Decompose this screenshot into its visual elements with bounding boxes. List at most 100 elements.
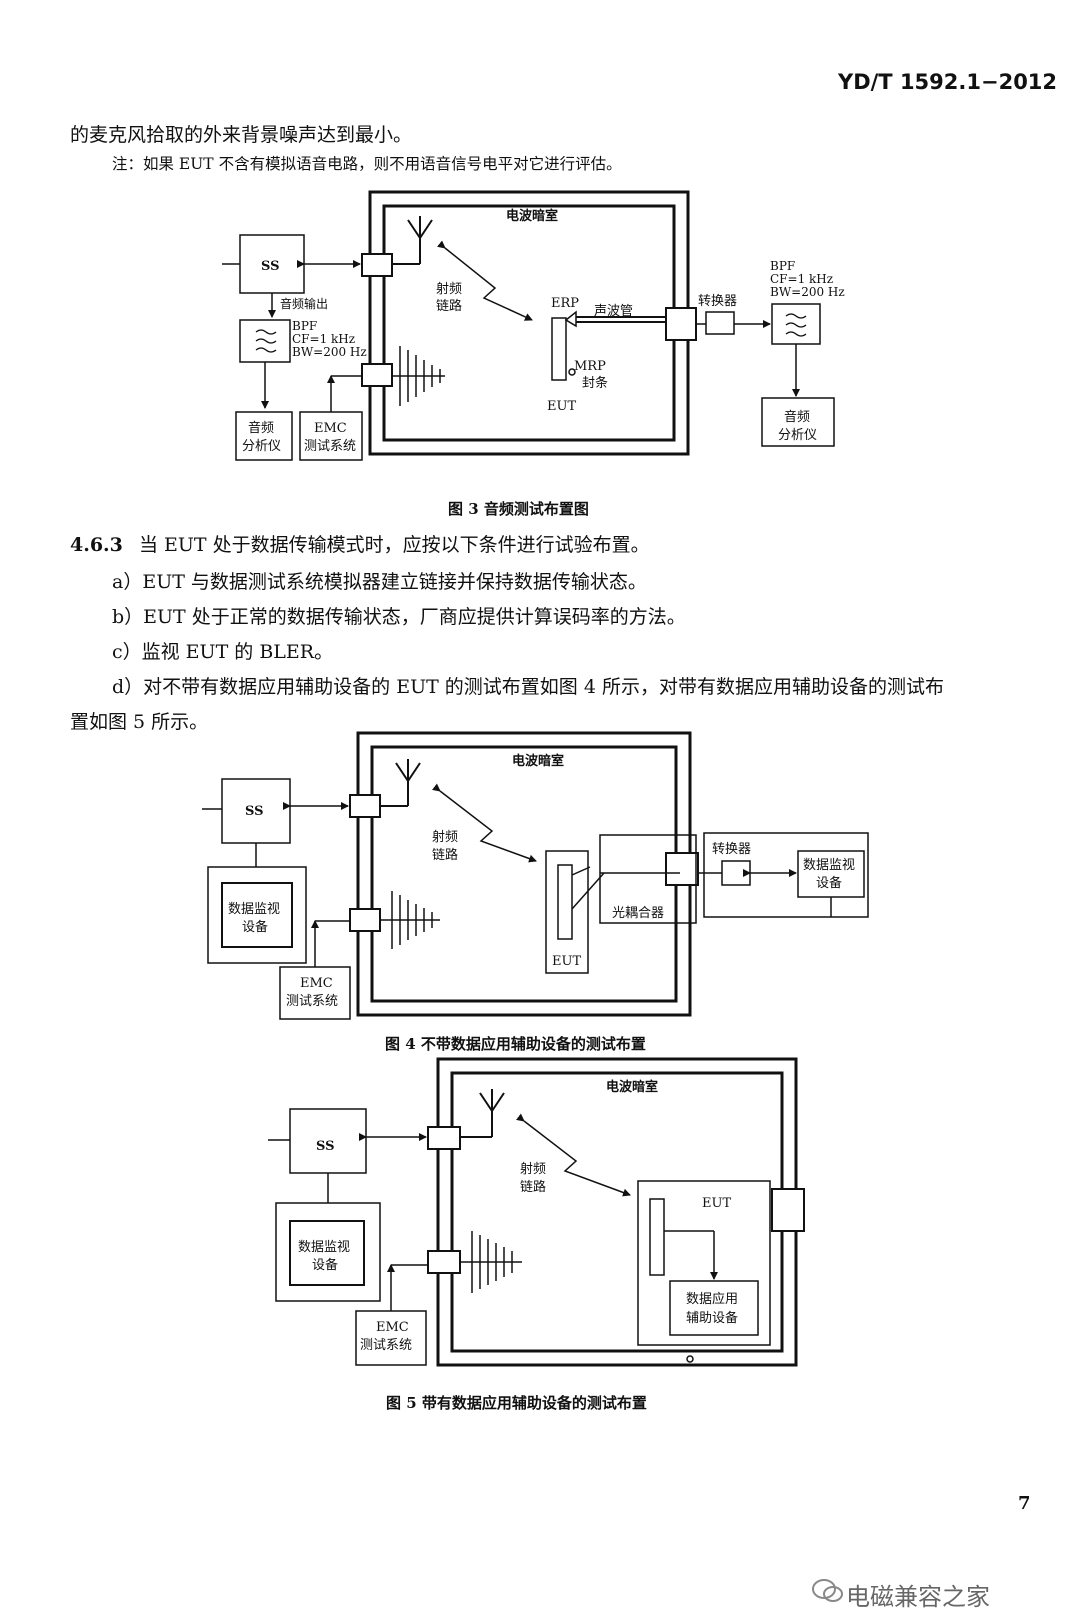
chamber-port <box>361 363 393 387</box>
bpf-line: CF=1 kHz <box>292 332 355 346</box>
erp-label: ERP <box>551 296 579 311</box>
audio-analyzer-box <box>761 397 835 447</box>
rf-link-label: 链路 <box>520 1179 546 1195</box>
emc-label: EMC <box>376 1320 409 1335</box>
data-monitor-outer <box>207 866 307 964</box>
figure-5-diagram: 电波暗室 SS 射频 链路 EUT 数据监视 设备 数据应用 辅助设备 EMC … <box>268 1057 805 1367</box>
converter-box <box>705 311 735 335</box>
mrp-label: MRP <box>574 359 606 374</box>
intro-line: 的麦克风拾取的外来背景噪声达到最小。 <box>70 124 413 146</box>
watermark-text: 电磁兼容之家 <box>846 1583 990 1611</box>
eut-label: EUT <box>547 399 576 414</box>
bpf-filter-icon <box>771 303 821 345</box>
list-item: b）EUT 处于正常的数据传输状态，厂商应提供计算误码率的方法。 <box>112 606 686 628</box>
emc-label: EMC <box>300 976 333 991</box>
converter-label: 转换器 <box>698 294 737 309</box>
eut-device <box>649 1198 665 1276</box>
chamber-label: 电波暗室 <box>512 753 564 769</box>
audio-analyzer-box <box>235 411 293 461</box>
note-line: 注：如果 EUT 不含有模拟语音电路，则不用语音信号电平对它进行评估。 <box>112 155 622 173</box>
aux-label: 辅助设备 <box>686 1310 738 1326</box>
chamber-port <box>427 1250 461 1274</box>
chamber-label: 电波暗室 <box>606 1079 658 1095</box>
converter-box <box>721 860 751 886</box>
rf-link-icon <box>516 1113 631 1197</box>
ss-label: SS <box>245 804 264 819</box>
monitor-label: 数据监视 <box>298 1240 350 1255</box>
analyzer-label: 分析仪 <box>778 428 817 443</box>
aux-label: 数据应用 <box>686 1291 738 1307</box>
optocoupler-box <box>599 834 697 924</box>
bpf-line: BPF <box>292 319 317 333</box>
rf-link-label: 射频 <box>436 281 462 297</box>
chamber-port <box>427 1126 461 1150</box>
bpf-line: CF=1 kHz <box>770 272 833 286</box>
eut-device <box>557 864 573 940</box>
monitor-label: 设备 <box>816 875 842 891</box>
figure-4-caption: 图 4 不带数据应用辅助设备的测试布置 <box>385 1035 646 1053</box>
analyzer-label: 音频 <box>248 420 274 436</box>
monitor-label: 数据监视 <box>803 858 855 873</box>
aux-device-box <box>669 1280 759 1336</box>
ss-label: SS <box>261 259 280 274</box>
figure-3-caption: 图 3 音频测试布置图 <box>448 500 589 518</box>
chamber-port <box>665 307 697 341</box>
page-number: 7 <box>1018 1493 1031 1514</box>
chamber-inner-wall <box>450 1071 784 1353</box>
chamber-port <box>771 1188 805 1232</box>
bpf-line: BW=200 Hz <box>770 285 845 299</box>
emc-label: 测试系统 <box>304 439 356 454</box>
emc-label: 测试系统 <box>286 994 338 1009</box>
rf-link-icon <box>437 240 533 321</box>
list-item: a）EUT 与数据测试系统模拟器建立链接并保持数据传输状态。 <box>112 571 647 593</box>
data-monitor-box <box>221 882 293 948</box>
clause-text: 当 EUT 处于数据传输模式时，应按以下条件进行试验布置。 <box>138 534 650 556</box>
wechat-icon <box>812 1579 843 1602</box>
data-monitor-box <box>289 1220 365 1286</box>
chamber-port <box>361 253 393 277</box>
optocoupler-label: 光耦合器 <box>612 906 664 921</box>
chamber-port <box>349 794 381 818</box>
rf-link-icon <box>432 783 537 863</box>
eut-label: EUT <box>702 1196 731 1211</box>
data-monitor-outer <box>275 1202 381 1302</box>
figure-3-diagram: 电波暗室 SS 音频输出 BPF CF=1 kHz BW=200 Hz 射频 链… <box>222 190 845 461</box>
data-monitor-outer <box>703 832 869 918</box>
log-periodic-antenna-icon <box>399 346 441 406</box>
rf-link-label: 链路 <box>432 847 458 863</box>
chamber-inner-wall <box>370 745 678 1003</box>
monitor-label: 设备 <box>242 919 268 935</box>
eut-label: EUT <box>552 954 581 969</box>
clause-number: 4.6.3 <box>70 534 123 556</box>
list-item-continuation: 置如图 5 所示。 <box>70 711 209 733</box>
figure-5-caption: 图 5 带有数据应用辅助设备的测试布置 <box>386 1394 647 1412</box>
analyzer-label: 分析仪 <box>242 439 281 454</box>
emc-label: EMC <box>314 421 347 436</box>
eut-device <box>551 317 567 381</box>
rf-link-label: 射频 <box>432 829 458 845</box>
chamber-port <box>349 908 381 932</box>
bpf-line: BW=200 Hz <box>292 345 367 359</box>
acoustic-tube-label: 声波管 <box>594 304 633 319</box>
figure-4-diagram: 电波暗室 SS 射频 链路 数据监视 设备 EUT 光耦合器 转换器 数据监视 … <box>202 731 869 1020</box>
list-item: d）对不带有数据应用辅助设备的 EUT 的测试布置如图 4 所示，对带有数据应用… <box>112 676 944 698</box>
log-periodic-antenna-icon <box>471 1231 513 1293</box>
rf-link-label: 链路 <box>436 298 462 314</box>
monitor-label: 设备 <box>312 1257 338 1273</box>
clause-heading: 4.6.3 当 EUT 处于数据传输模式时，应按以下条件进行试验布置。 <box>70 530 650 557</box>
list-item: c）监视 EUT 的 BLER。 <box>112 641 334 663</box>
log-periodic-antenna-icon <box>391 891 433 949</box>
emc-system-box <box>279 966 351 1020</box>
emc-label: 测试系统 <box>360 1338 412 1353</box>
eut-group-box <box>637 1180 771 1346</box>
audio-out-label: 音频输出 <box>280 296 328 311</box>
monitor-label: 数据监视 <box>228 902 280 917</box>
ss-label: SS <box>316 1139 335 1154</box>
standard-code: YD/T 1592.1−2012 <box>838 70 1058 94</box>
chamber-label: 电波暗室 <box>506 208 558 224</box>
bpf-line: BPF <box>770 259 795 273</box>
rf-link-label: 射频 <box>520 1161 546 1177</box>
converter-label: 转换器 <box>712 842 751 857</box>
eut-box <box>545 850 589 974</box>
seal-label: 封条 <box>582 375 608 391</box>
